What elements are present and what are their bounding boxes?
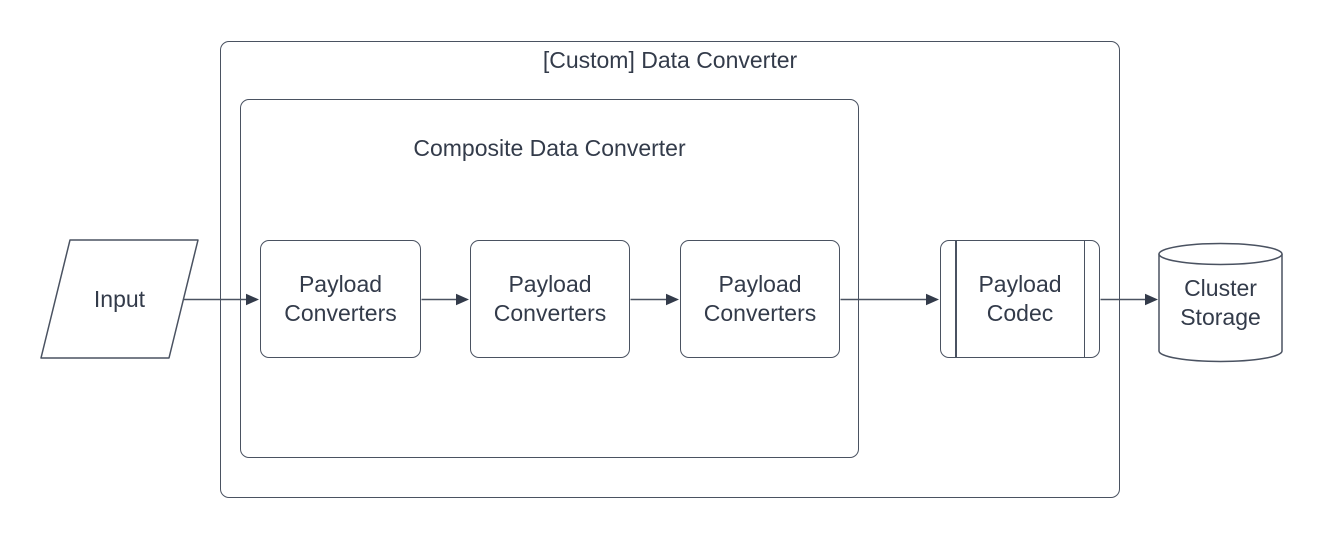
edge-payload-converters-3-to-codec xyxy=(840,293,939,306)
arrowhead-icon xyxy=(666,293,679,306)
group-custom-data-converter-label: [Custom] Data Converter xyxy=(542,47,798,73)
arrowhead-icon xyxy=(246,293,259,306)
node-payload-converters-2 xyxy=(470,240,630,358)
edge-codec-to-cluster-storage xyxy=(1100,293,1158,306)
group-custom-data-converter xyxy=(220,41,1120,498)
arrowhead-icon xyxy=(926,293,939,306)
arrowhead-icon xyxy=(1145,293,1158,306)
node-payload-codec xyxy=(940,240,1100,358)
node-payload-converters-1-label: Payload Converters xyxy=(284,271,397,326)
edge-input-to-payload-converters-1 xyxy=(184,293,259,306)
edge-payload-converters-1-to-2 xyxy=(421,293,469,306)
node-payload-converters-3-label: Payload Converters xyxy=(703,271,817,326)
codec-left-bar xyxy=(955,241,957,357)
group-composite-data-converter xyxy=(240,99,859,458)
node-payload-converters-2-label: Payload Converters xyxy=(493,271,607,326)
group-composite-data-converter-label: Composite Data Converter xyxy=(413,135,686,161)
cluster-storage-cylinder-body xyxy=(1158,254,1283,363)
codec-right-bar xyxy=(1083,241,1085,357)
edge-payload-converters-2-to-3 xyxy=(630,293,679,306)
input-parallelogram-shape xyxy=(40,239,199,359)
node-input-label: Input xyxy=(93,285,146,312)
arrowhead-icon xyxy=(456,293,469,306)
node-payload-converters-1 xyxy=(260,240,421,358)
node-payload-codec-label: Payload Codec xyxy=(978,271,1062,326)
node-payload-converters-3 xyxy=(680,240,840,358)
node-cluster-storage-label: Cluster Storage xyxy=(1180,274,1261,330)
cluster-storage-cylinder-top xyxy=(1158,242,1283,266)
